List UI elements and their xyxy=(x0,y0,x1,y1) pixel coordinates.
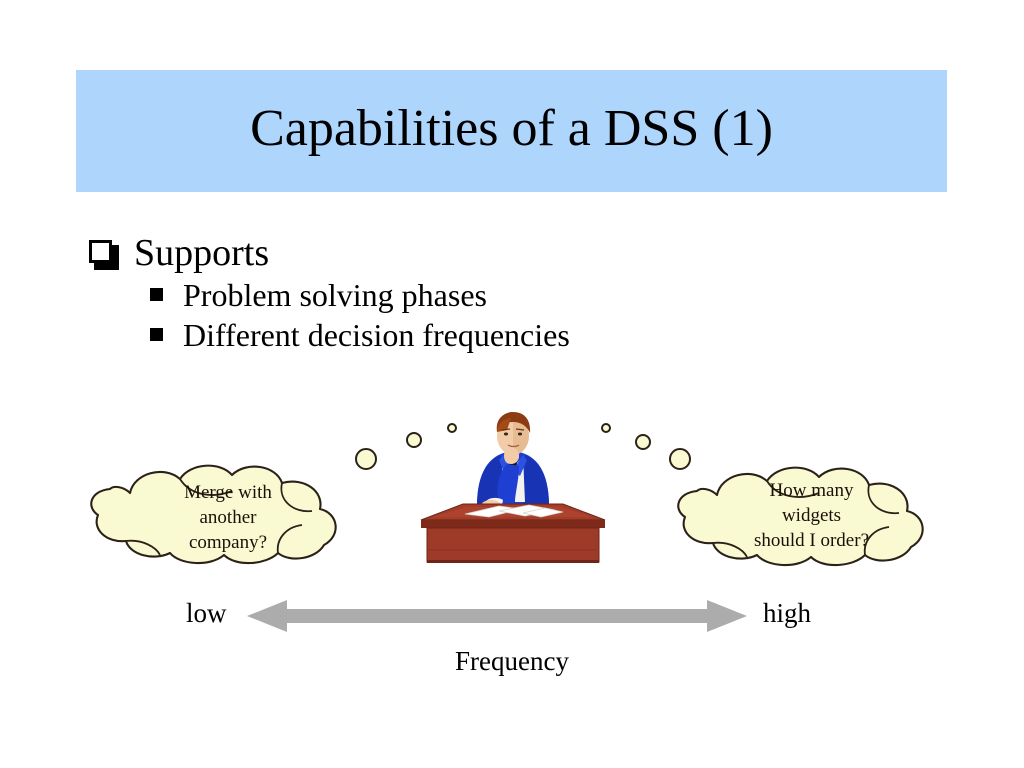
list-item-label: Supports xyxy=(134,232,270,274)
thought-bubble-icon xyxy=(447,423,457,433)
cloud-shape-icon xyxy=(90,464,337,565)
thought-bubble-icon xyxy=(601,423,611,433)
page-title: Capabilities of a DSS (1) xyxy=(250,100,773,157)
scale-label-low: low xyxy=(186,598,227,628)
thought-bubble-icon xyxy=(635,434,651,450)
list-item: Problem solving phases xyxy=(150,277,788,314)
businessman-desk-icon xyxy=(420,412,606,563)
title-banner: Capabilities of a DSS (1) xyxy=(76,70,947,192)
hollow-square-bullet-icon xyxy=(88,232,134,270)
widgets-thought-cloud: How many widgets should I order? xyxy=(655,455,960,570)
scale-axis-label: Frequency xyxy=(455,646,569,676)
thought-bubble-icon xyxy=(355,448,377,470)
scale-label-high: high xyxy=(763,598,812,628)
filled-square-bullet-icon xyxy=(150,317,183,349)
frequency-double-arrow-icon xyxy=(247,598,747,634)
bullet-list: Supports Problem solving phases Differen… xyxy=(88,232,788,358)
cloud-shape-icon xyxy=(677,466,924,567)
merge-thought-cloud: Merge with another company? xyxy=(72,455,372,570)
double-arrow-shape xyxy=(247,600,747,632)
thought-bubble-icon xyxy=(669,448,691,470)
thought-bubble-icon xyxy=(406,432,422,448)
list-item-label: Problem solving phases xyxy=(183,277,487,314)
decision-frequency-illustration: Merge with another company? How many wid… xyxy=(0,400,1024,700)
frequency-scale: low high Frequency xyxy=(0,598,1024,675)
list-item-label: Different decision frequencies xyxy=(183,317,570,354)
filled-square-bullet-icon xyxy=(150,277,183,309)
list-item: Different decision frequencies xyxy=(150,317,788,354)
list-item: Supports xyxy=(88,232,788,275)
businessman-at-desk-illustration xyxy=(403,410,623,565)
